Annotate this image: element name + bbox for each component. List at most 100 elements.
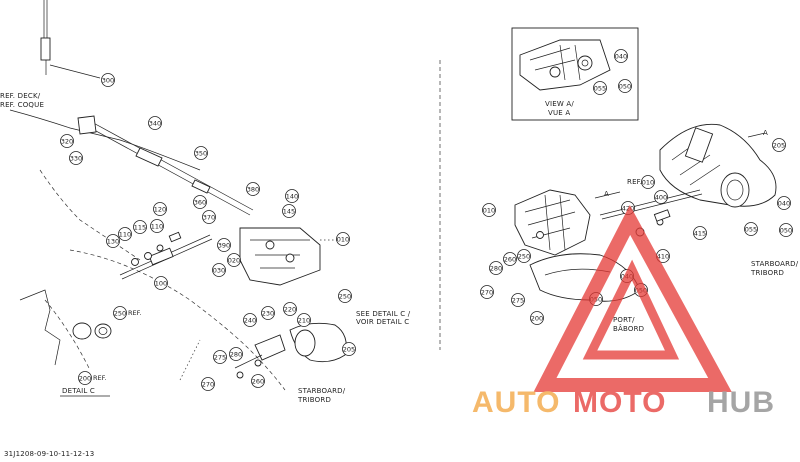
svg-text:415: 415 [694, 229, 706, 237]
svg-text:270: 270 [202, 380, 214, 388]
callout-280: 280 [229, 347, 243, 361]
svg-text:250: 250 [339, 292, 351, 300]
callout-380: 380 [246, 182, 260, 196]
rcallout-205: 205 [772, 138, 786, 152]
ref-200-label: REF. [93, 374, 106, 382]
svg-text:230: 230 [262, 309, 274, 317]
vue-a-label: VUE A [548, 109, 570, 117]
rcallout-050: 050 [779, 223, 793, 237]
svg-text:145: 145 [283, 207, 295, 215]
svg-text:110: 110 [119, 230, 131, 238]
rcallout-260: 260 [503, 252, 517, 266]
deck-edge [9, 109, 201, 171]
leader-300 [49, 64, 101, 79]
callout-300: 300 [101, 73, 115, 87]
callout-250: 250 [338, 289, 352, 303]
callout-100: 100 [154, 276, 168, 290]
voir-detail-c: VOIR DETAIL C [356, 318, 409, 326]
watermark-inner-triangle [582, 259, 680, 360]
tribord-label-left: TRIBORD [297, 396, 331, 404]
hull-contour [69, 249, 286, 391]
callout-110b: 110 [150, 219, 164, 233]
svg-text:250: 250 [114, 309, 126, 317]
rcallout-275: 275 [511, 293, 525, 307]
left-callouts: 300 320 330 340 350 360 380 140 145 370 … [60, 73, 356, 391]
svg-text:250: 250 [518, 252, 530, 260]
callout-010: 010 [336, 232, 350, 246]
svg-text:275: 275 [512, 296, 524, 304]
svg-text:115: 115 [134, 223, 146, 231]
right-labels: VIEW A/ VUE A REF. A A PORT/ BÂBORD STAR… [545, 100, 799, 333]
port-label: PORT/ [613, 316, 635, 324]
rcallout-050-view: 050 [618, 79, 632, 93]
svg-text:110: 110 [151, 222, 163, 230]
svg-text:260: 260 [504, 255, 516, 263]
svg-text:030: 030 [213, 266, 225, 274]
callout-130: 130 [106, 234, 120, 248]
rcallout-200: 200 [530, 311, 544, 325]
callout-020: 020 [227, 253, 241, 267]
svg-text:020: 020 [228, 256, 240, 264]
watermark-triangle [533, 205, 732, 392]
svg-text:010: 010 [337, 235, 349, 243]
callout-260: 260 [251, 374, 265, 388]
linkage-rod [599, 189, 703, 220]
nozzle-arm [254, 334, 286, 361]
callout-200: 200 [78, 371, 92, 385]
svg-text:320: 320 [61, 137, 73, 145]
callout-350: 350 [194, 146, 208, 160]
rcallout-270: 270 [480, 285, 494, 299]
svg-text:130: 130 [107, 237, 119, 245]
detail-c-outline [19, 289, 61, 366]
svg-text:040: 040 [778, 199, 790, 207]
watermark-auto: AUTO [472, 386, 560, 419]
svg-text:055: 055 [745, 225, 757, 233]
svg-text:270: 270 [481, 288, 493, 296]
svg-text:055: 055 [594, 84, 606, 92]
callout-145: 145 [282, 204, 296, 218]
svg-text:010: 010 [642, 178, 654, 186]
svg-text:330: 330 [70, 154, 82, 162]
callout-220: 220 [283, 302, 297, 316]
cable-end-fitting [40, 37, 51, 61]
svg-text:050: 050 [619, 82, 631, 90]
svg-text:040: 040 [615, 52, 627, 60]
svg-text:205: 205 [343, 345, 355, 353]
bracket-390 [239, 227, 321, 286]
svg-text:350: 350 [195, 149, 207, 157]
rcallout-010-left: 010 [482, 203, 496, 217]
cable-top [43, 0, 48, 40]
starboard-label-right: STARBOARD/ [751, 260, 799, 268]
svg-text:240: 240 [244, 316, 256, 324]
cable-clamp [191, 179, 211, 194]
svg-text:260: 260 [252, 377, 264, 385]
tribord-label-right: TRIBORD [750, 269, 784, 277]
callout-275: 275 [213, 350, 227, 364]
left-labels: REF. DECK/ REF. COQUE SEE DETAIL C / VOI… [0, 92, 411, 404]
babord-label: BÂBORD [613, 324, 644, 333]
callout-240: 240 [243, 313, 257, 327]
ref-coque-label: REF. COQUE [0, 101, 44, 109]
svg-text:100: 100 [155, 279, 167, 287]
watermark: AUTO MOTO HUB [472, 205, 774, 419]
callout-270: 270 [201, 377, 215, 391]
svg-text:340: 340 [149, 119, 161, 127]
arrow-a-left: A [604, 190, 609, 198]
callout-230: 230 [261, 306, 275, 320]
rcallout-415: 415 [693, 226, 707, 240]
rcallout-040: 040 [777, 196, 791, 210]
svg-text:010: 010 [483, 206, 495, 214]
rcallout-010: 010 [641, 175, 655, 189]
cable-nut [77, 115, 97, 135]
detail-c-title: DETAIL C [62, 387, 95, 395]
callout-250-detail: 250 [113, 306, 127, 320]
callout-120: 120 [153, 202, 167, 216]
svg-text:210: 210 [298, 316, 310, 324]
detail-c-bushing [72, 322, 92, 340]
rcallout-250: 250 [517, 249, 531, 263]
svg-text:275: 275 [214, 353, 226, 361]
cable-diagonal [84, 119, 254, 216]
svg-text:400: 400 [655, 193, 667, 201]
left-panel [9, 0, 347, 397]
